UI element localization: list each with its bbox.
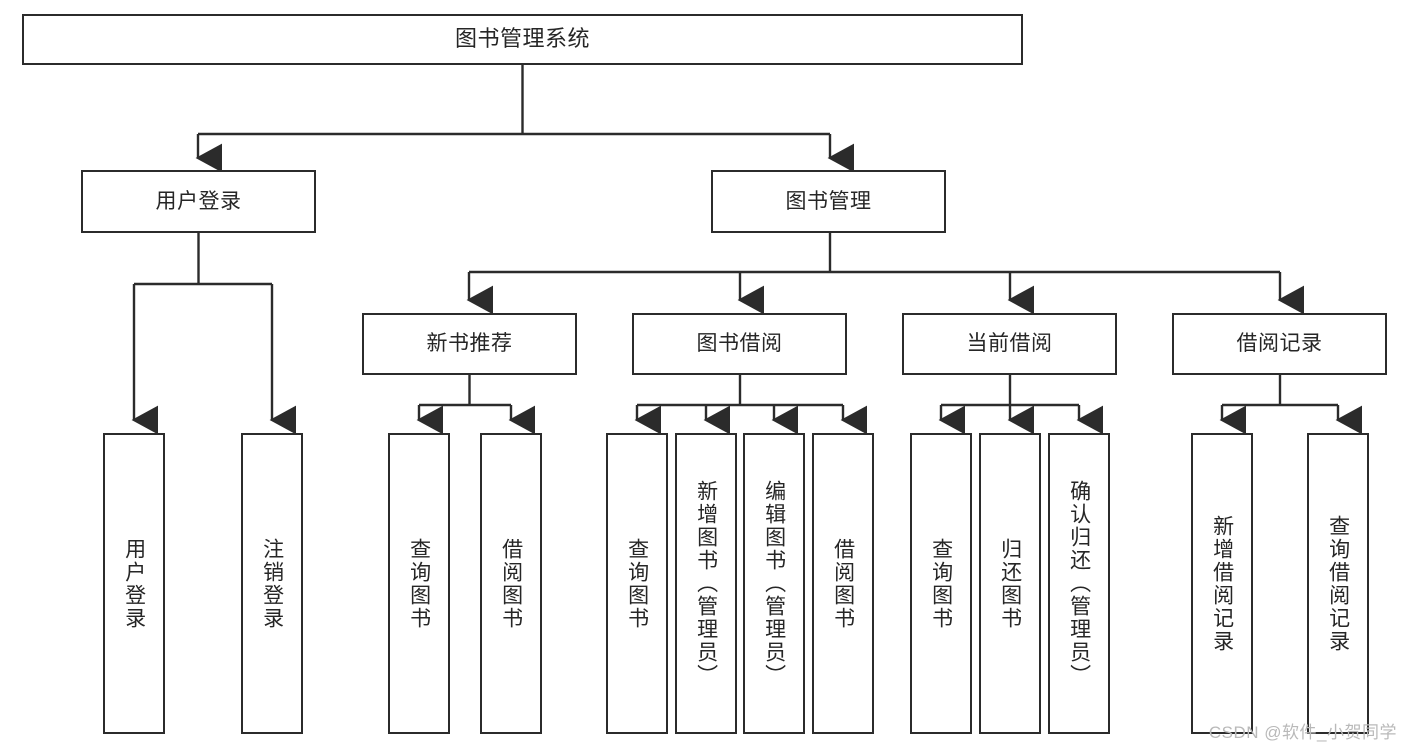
node-label: 新书推荐 [426,332,513,356]
node-label: 新增借阅记录 [1210,514,1234,653]
node-label: 查询图书 [929,537,953,630]
node-user-login[interactable]: 用户登录 [81,170,316,233]
node-label: 确认归还（管理员） [1067,480,1091,687]
leaf-current-borrow-return-book[interactable]: 归还图书 [979,433,1041,734]
leaf-book-borrow-query-book[interactable]: 查询图书 [606,433,668,734]
node-label: 图书借阅 [696,332,783,356]
leaf-new-book-query-book[interactable]: 查询图书 [388,433,450,734]
node-label: 用户登录 [155,189,242,213]
leaf-book-borrow-borrow-book[interactable]: 借阅图书 [812,433,874,734]
node-label: 编辑图书（管理员） [762,480,786,687]
node-new-book-recommend[interactable]: 新书推荐 [362,313,577,375]
node-label: 新增图书（管理员） [694,480,718,687]
leaf-user-login-login[interactable]: 用户登录 [103,433,165,734]
leaf-borrow-record-add-record[interactable]: 新增借阅记录 [1191,433,1253,734]
node-borrow-record[interactable]: 借阅记录 [1172,313,1387,375]
node-label: 借阅记录 [1236,332,1323,356]
node-label: 查询图书 [407,537,431,630]
csdn-watermark: CSDN @软件_小贺同学 [1208,723,1397,742]
node-label: 借阅图书 [831,537,855,630]
node-label: 图书管理 [785,189,872,213]
leaf-new-book-borrow-book[interactable]: 借阅图书 [480,433,542,734]
leaf-borrow-record-query-record[interactable]: 查询借阅记录 [1307,433,1369,734]
node-label: 查询借阅记录 [1326,514,1350,653]
node-label: 注销登录 [260,537,284,630]
node-book-borrow[interactable]: 图书借阅 [632,313,847,375]
leaf-current-borrow-query-book[interactable]: 查询图书 [910,433,972,734]
node-current-borrow[interactable]: 当前借阅 [902,313,1117,375]
node-label: 当前借阅 [966,332,1053,356]
leaf-current-borrow-confirm-return-admin[interactable]: 确认归还（管理员） [1048,433,1110,734]
leaf-user-login-logout[interactable]: 注销登录 [241,433,303,734]
leaf-book-borrow-add-book-admin[interactable]: 新增图书（管理员） [675,433,737,734]
leaf-book-borrow-edit-book-admin[interactable]: 编辑图书（管理员） [743,433,805,734]
node-label: 借阅图书 [499,537,523,630]
node-label: 用户登录 [122,537,146,630]
node-label: 归还图书 [998,537,1022,630]
node-label: 查询图书 [625,537,649,630]
node-book-management[interactable]: 图书管理 [711,170,946,233]
node-root-book-management-system[interactable]: 图书管理系统 [22,14,1023,65]
node-label: 图书管理系统 [454,26,590,52]
